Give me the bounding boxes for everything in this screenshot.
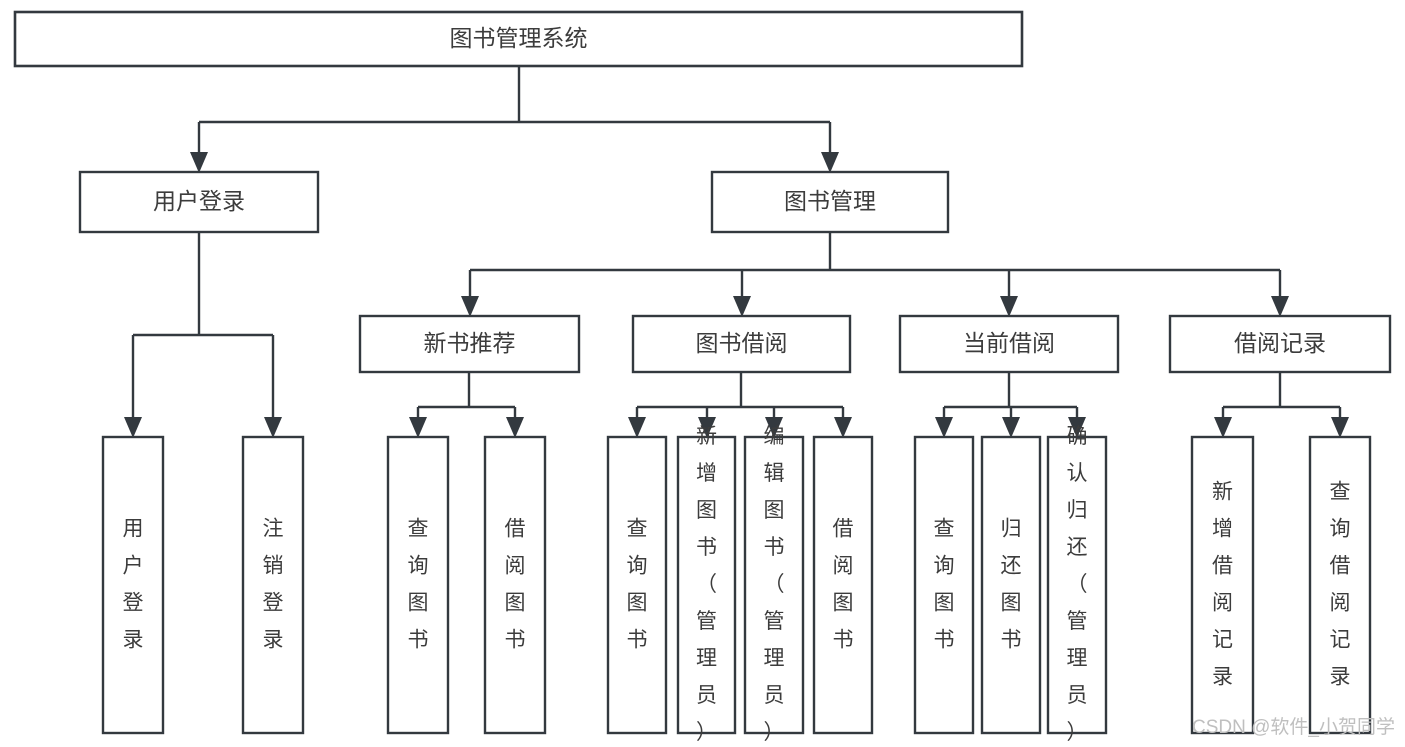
node-box <box>483 435 547 735</box>
diagram-node-leaf-query-book-1[interactable]: 查询图书 <box>386 435 450 735</box>
node-label: 新增借阅记录 <box>1212 480 1233 688</box>
diagram-node-leaf-edit-book[interactable]: 编辑图书（管理员） <box>743 425 805 744</box>
diagram-node-leaf-return-book[interactable]: 归还图书 <box>980 435 1042 735</box>
node-label: 用户登录 <box>153 188 245 214</box>
node-box <box>676 435 737 735</box>
diagram-node-user-login[interactable]: 用户登录 <box>78 170 320 234</box>
diagram-node-leaf-add-record[interactable]: 新增借阅记录 <box>1190 435 1255 735</box>
node-label: 注销登录 <box>263 517 284 651</box>
node-box <box>812 435 874 735</box>
edge-group <box>409 372 524 438</box>
node-box <box>101 435 165 735</box>
node-label: 查询图书 <box>408 517 429 651</box>
node-box <box>898 314 1120 374</box>
connector-arrowhead <box>1331 417 1349 438</box>
diagram-node-borrow-record[interactable]: 借阅记录 <box>1168 314 1392 374</box>
edge-group <box>1214 372 1349 438</box>
diagram-node-leaf-borrow-book-1[interactable]: 借阅图书 <box>483 435 547 735</box>
node-label: 查询图书 <box>934 517 955 651</box>
diagram-node-leaf-logout[interactable]: 注销登录 <box>241 435 305 735</box>
edge-group <box>190 66 839 173</box>
node-box <box>980 435 1042 735</box>
connector-arrowhead <box>1214 417 1232 438</box>
node-label: 确认归还（管理员） <box>1067 425 1088 744</box>
diagram-node-leaf-query-book-2[interactable]: 查询图书 <box>606 435 668 735</box>
node-box <box>1308 435 1372 735</box>
connector-arrowhead <box>461 296 479 317</box>
node-box <box>1046 435 1108 735</box>
node-label: 新书推荐 <box>424 330 516 356</box>
diagram-node-root[interactable]: 图书管理系统 <box>13 10 1024 68</box>
diagram-node-leaf-add-book[interactable]: 新增图书（管理员） <box>676 425 737 744</box>
node-label: 借阅图书 <box>505 517 526 651</box>
connector-arrowhead <box>190 152 208 173</box>
node-box <box>710 170 950 234</box>
diagram-node-leaf-confirm-return[interactable]: 确认归还（管理员） <box>1046 425 1108 744</box>
node-box <box>1168 314 1392 374</box>
connector-layer <box>124 66 1349 438</box>
connector-arrowhead <box>264 417 282 438</box>
node-box <box>13 10 1024 68</box>
node-box <box>386 435 450 735</box>
connector-arrowhead <box>834 417 852 438</box>
csdn-watermark: CSDN @软件_小贺同学 <box>1192 716 1395 738</box>
node-label: 归还图书 <box>1001 517 1022 651</box>
node-box <box>78 170 320 234</box>
connector-arrowhead <box>733 296 751 317</box>
diagram-node-book-manage[interactable]: 图书管理 <box>710 170 950 234</box>
diagram-node-new-book-recommend[interactable]: 新书推荐 <box>358 314 581 374</box>
node-label: 编辑图书（管理员） <box>764 425 785 744</box>
node-box <box>913 435 975 735</box>
node-layer: 图书管理系统用户登录图书管理新书推荐图书借阅当前借阅借阅记录用户登录注销登录查询… <box>13 10 1392 744</box>
node-label: 借阅记录 <box>1234 330 1326 356</box>
node-label: 查询借阅记录 <box>1330 480 1351 688</box>
node-label: 当前借阅 <box>963 330 1055 356</box>
node-box <box>606 435 668 735</box>
node-label: 新增图书（管理员） <box>696 425 717 744</box>
edge-group <box>935 372 1086 438</box>
connector-arrowhead <box>409 417 427 438</box>
node-label: 图书借阅 <box>696 330 788 356</box>
connector-arrowhead <box>506 417 524 438</box>
diagram-node-book-borrow[interactable]: 图书借阅 <box>631 314 852 374</box>
node-label: 用户登录 <box>123 517 144 651</box>
edge-group <box>628 372 852 438</box>
edge-group <box>124 232 282 438</box>
node-box <box>358 314 581 374</box>
node-label: 图书管理系统 <box>450 25 588 51</box>
node-label: 查询图书 <box>627 517 648 651</box>
diagram-node-leaf-query-record[interactable]: 查询借阅记录 <box>1308 435 1372 735</box>
connector-arrowhead <box>1002 417 1020 438</box>
diagram-node-leaf-borrow-book-2[interactable]: 借阅图书 <box>812 435 874 735</box>
connector-arrowhead <box>1068 417 1086 438</box>
diagram-node-current-borrow[interactable]: 当前借阅 <box>898 314 1120 374</box>
node-box <box>241 435 305 735</box>
node-label: 图书管理 <box>784 188 876 214</box>
connector-arrowhead <box>765 417 783 438</box>
connector-arrowhead <box>1000 296 1018 317</box>
connector-arrowhead <box>1271 296 1289 317</box>
node-box <box>743 435 805 735</box>
connector-arrowhead <box>124 417 142 438</box>
diagram-node-leaf-user-login[interactable]: 用户登录 <box>101 435 165 735</box>
node-box <box>631 314 852 374</box>
node-box <box>1190 435 1255 735</box>
diagram-node-leaf-query-book-3[interactable]: 查询图书 <box>913 435 975 735</box>
connector-arrowhead <box>628 417 646 438</box>
connector-arrowhead <box>821 152 839 173</box>
connector-arrowhead <box>698 417 716 438</box>
edge-group <box>461 232 1289 317</box>
node-label: 借阅图书 <box>833 517 854 651</box>
connector-arrowhead <box>935 417 953 438</box>
